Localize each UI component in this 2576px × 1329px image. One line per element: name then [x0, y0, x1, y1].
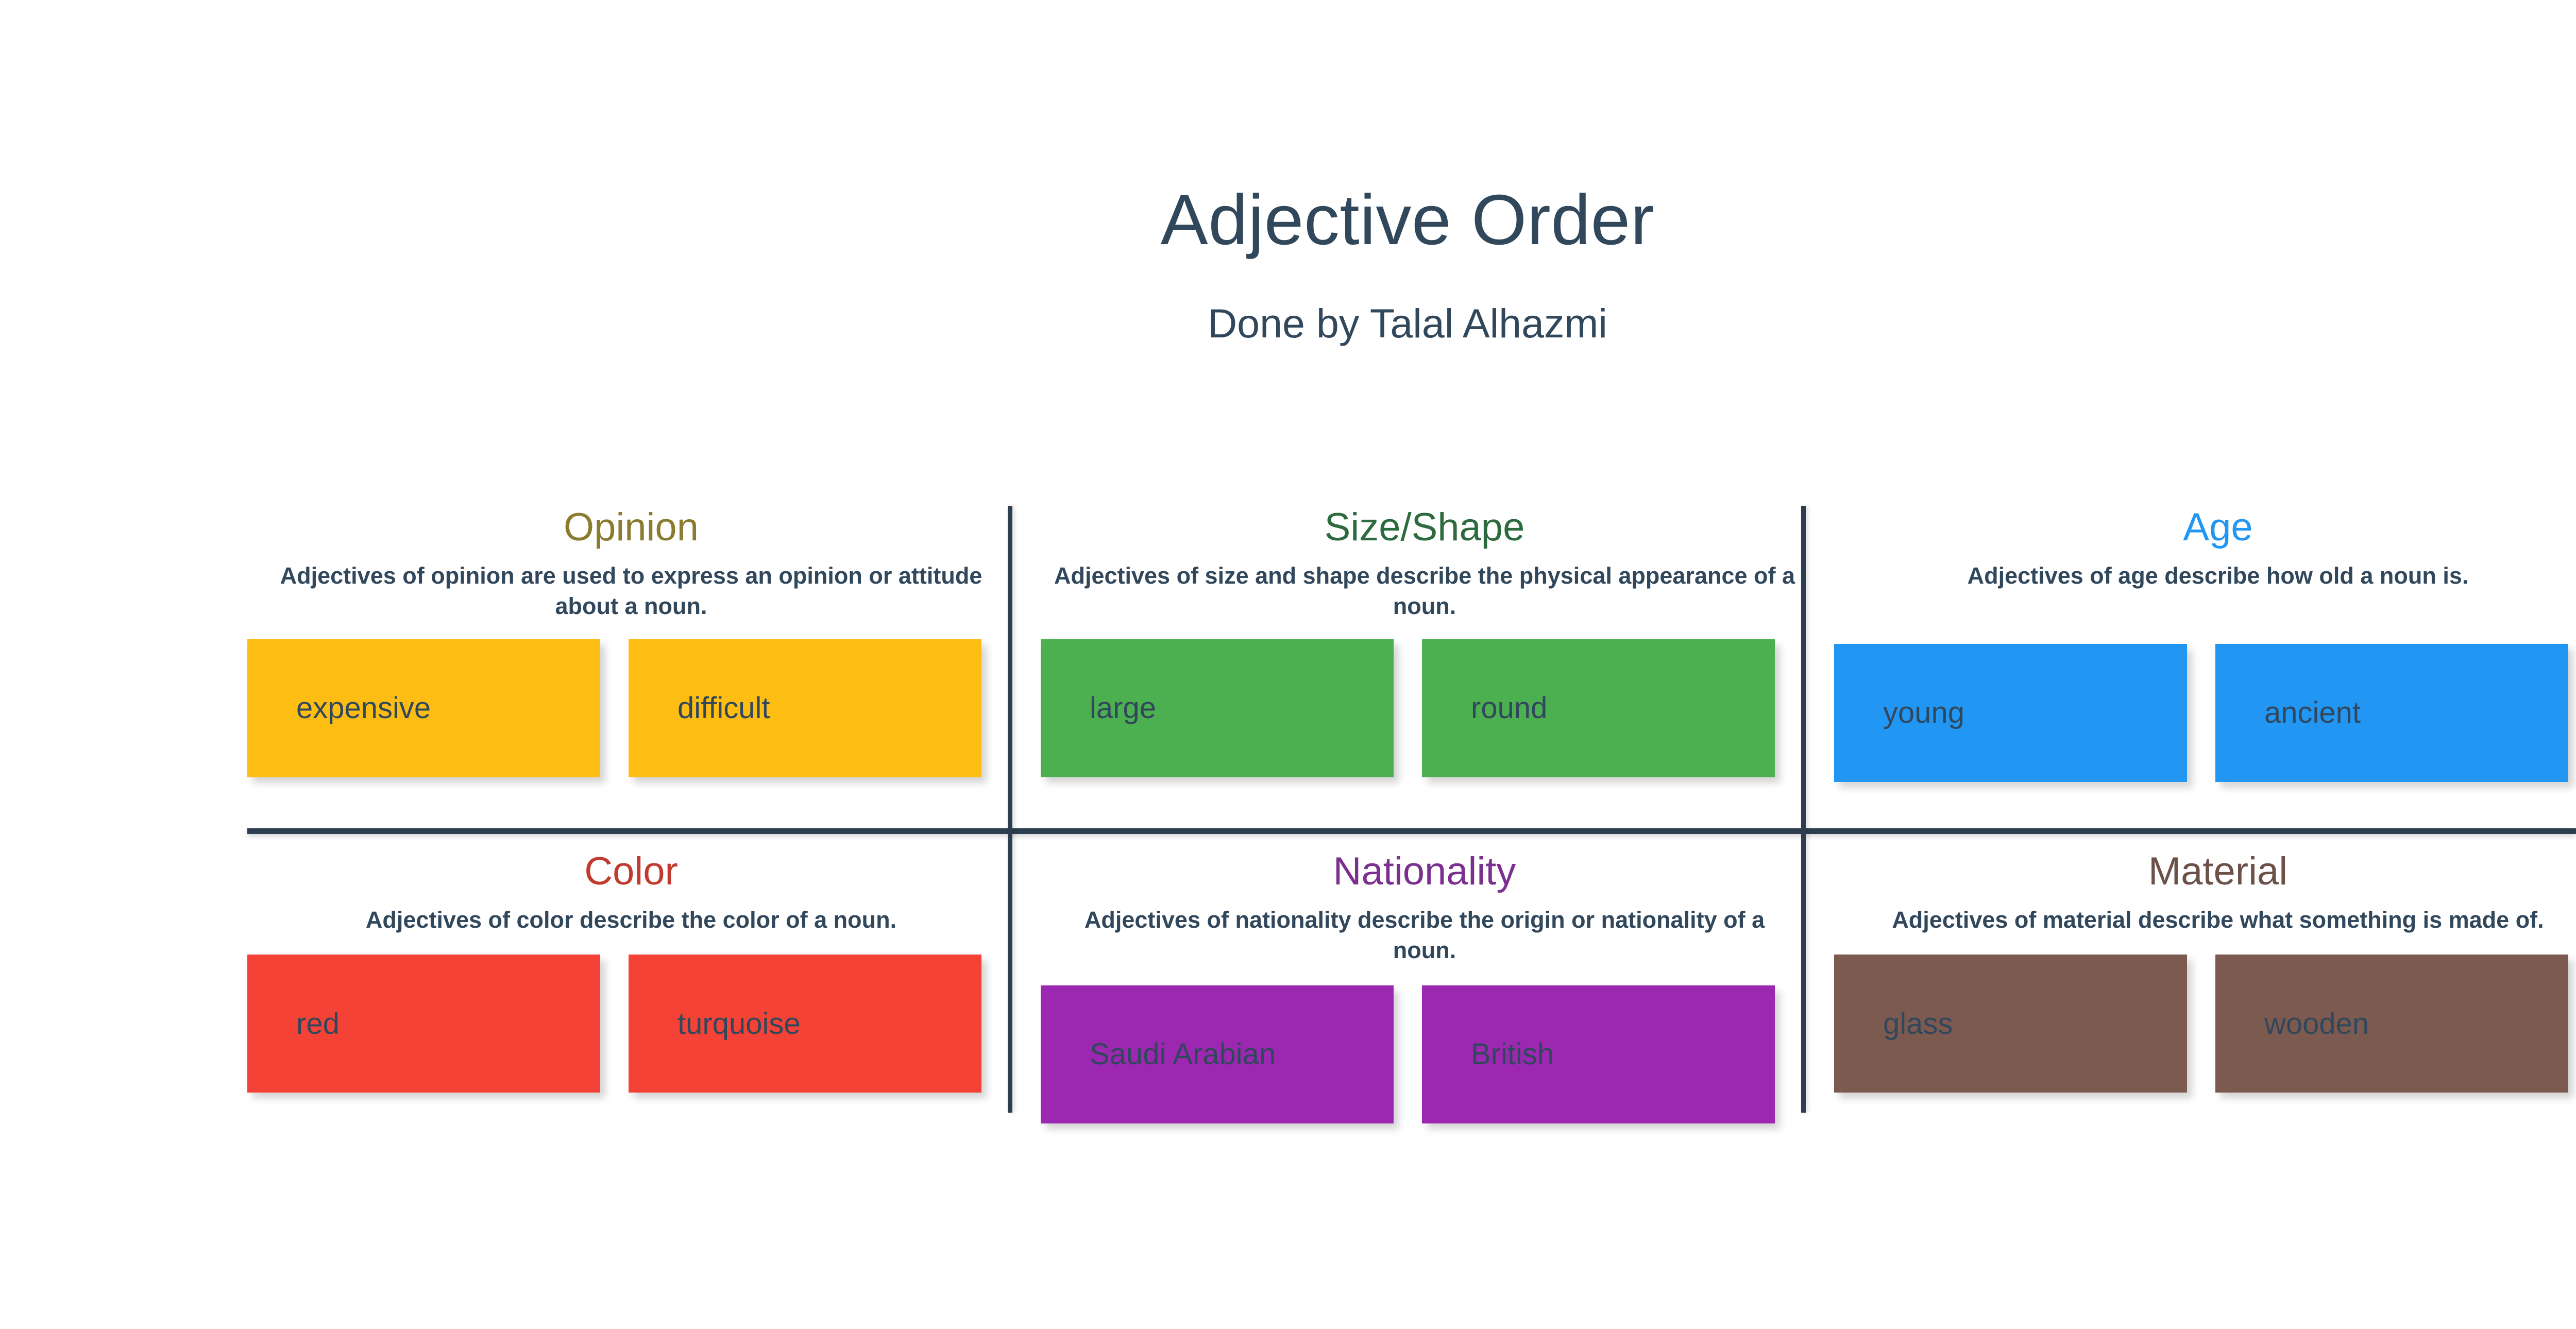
example-card-label: Saudi Arabian — [1090, 1037, 1276, 1071]
example-card-label: glass — [1883, 1007, 1953, 1041]
category-description: Adjectives of material describe what som… — [1892, 906, 2544, 933]
category-description: Adjectives of nationality describe the o… — [1084, 906, 1765, 964]
title-block: Adjective Order Done by Talal Alhazmi — [0, 180, 2576, 347]
example-card[interactable]: British — [1422, 985, 1775, 1124]
example-card-list: Saudi Arabian British — [1041, 985, 1808, 1124]
category-name: Nationality — [1333, 849, 1516, 893]
example-card[interactable]: difficult — [629, 639, 981, 778]
category-description: Adjectives of opinion are used to expres… — [280, 562, 982, 620]
example-card-label: young — [1883, 695, 1965, 729]
example-card-label: difficult — [677, 691, 770, 725]
page-title: Adjective Order — [1160, 180, 1655, 260]
example-card-label: large — [1090, 691, 1156, 725]
example-card[interactable]: ancient — [2215, 643, 2568, 782]
example-card-label: expensive — [296, 691, 431, 725]
example-card[interactable]: glass — [1834, 955, 2187, 1093]
category-name: Age — [2183, 505, 2253, 549]
example-card[interactable]: large — [1041, 639, 1394, 778]
category-color: Color Adjectives of color describe the c… — [247, 850, 1015, 1093]
horizontal-divider — [247, 828, 2576, 834]
example-card-label: wooden — [2264, 1007, 2369, 1041]
example-card-label: ancient — [2264, 695, 2361, 729]
category-name: Color — [584, 849, 678, 893]
example-card-label: round — [1471, 691, 1548, 725]
example-card-list: red turquoise — [247, 955, 1015, 1093]
example-card[interactable]: red — [247, 955, 600, 1093]
category-opinion: Opinion Adjectives of opinion are used t… — [247, 505, 1015, 778]
category-nationality: Nationality Adjectives of nationality de… — [1041, 849, 1808, 1124]
example-card-list: young ancient — [1834, 643, 2576, 782]
category-description: Adjectives of age describe how old a nou… — [1967, 562, 2469, 589]
example-card[interactable]: wooden — [2215, 955, 2568, 1093]
example-card-label: British — [1471, 1037, 1554, 1071]
category-grid: Opinion Adjectives of opinion are used t… — [0, 506, 2576, 1124]
category-description: Adjectives of color describe the color o… — [365, 906, 897, 933]
category-name: Size/Shape — [1324, 505, 1525, 549]
example-card-list: large round — [1041, 639, 1808, 778]
category-material: Material Adjectives of material describe… — [1834, 850, 2576, 1093]
example-card[interactable]: expensive — [247, 639, 600, 778]
example-card-label: red — [296, 1007, 340, 1041]
category-name: Material — [2148, 849, 2288, 893]
example-card-list: glass wooden — [1834, 955, 2576, 1093]
vertical-divider-right — [1801, 506, 1806, 1113]
example-card-label: turquoise — [677, 1007, 801, 1041]
example-card-list: expensive difficult — [247, 639, 1015, 778]
category-size-shape: Size/Shape Adjectives of size and shape … — [1041, 505, 1808, 778]
example-card[interactable]: turquoise — [629, 955, 981, 1093]
example-card[interactable]: round — [1422, 639, 1775, 778]
example-card[interactable]: young — [1834, 643, 2187, 782]
vertical-divider-left — [1008, 506, 1012, 1113]
page-subtitle: Done by Talal Alhazmi — [1208, 300, 1607, 346]
category-name: Opinion — [564, 505, 699, 549]
category-description: Adjectives of size and shape describe th… — [1054, 562, 1795, 620]
category-age: Age Adjectives of age describe how old a… — [1834, 506, 2576, 782]
example-card[interactable]: Saudi Arabian — [1041, 985, 1394, 1124]
